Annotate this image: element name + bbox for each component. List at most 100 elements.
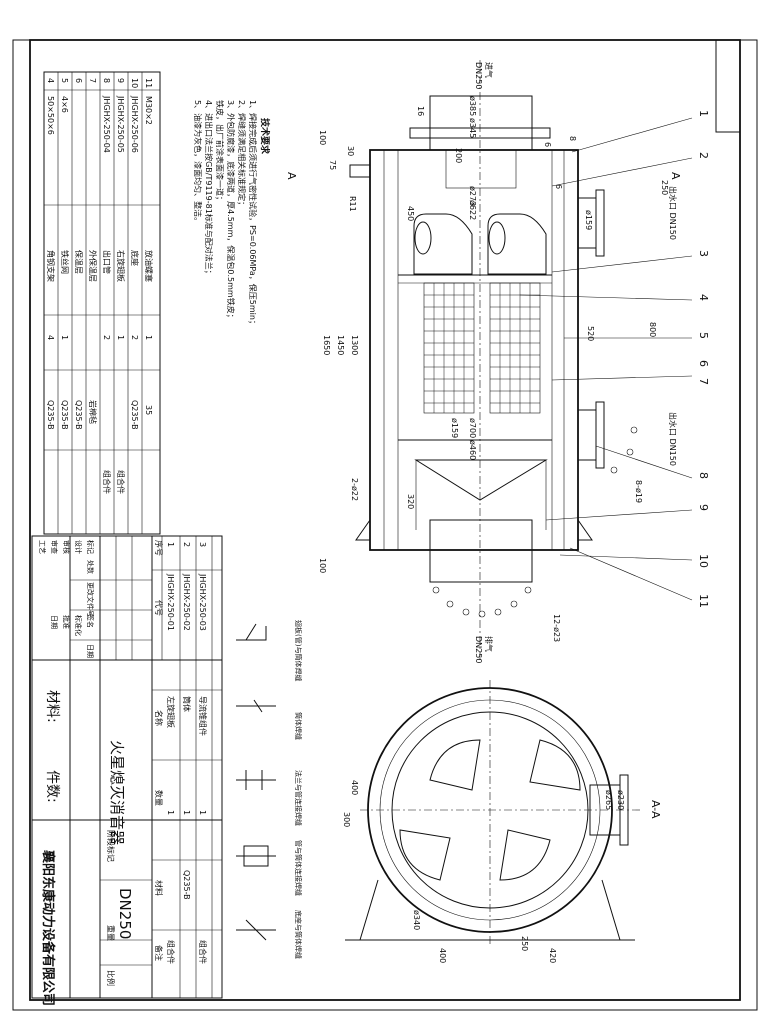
product-name: 火星熄灭消音器 xyxy=(108,740,126,845)
drain-plug xyxy=(349,164,371,178)
svg-text:外保温层: 外保温层 xyxy=(88,250,98,282)
dim-l200: 200 xyxy=(454,148,463,163)
callout-8: 8 xyxy=(697,472,710,479)
side-flange-bolts xyxy=(610,426,638,474)
svg-text:Q235-B: Q235-B xyxy=(182,870,191,900)
svg-text:1: 1 xyxy=(166,542,175,547)
svg-text:5: 5 xyxy=(60,78,69,83)
sign-row-2: 更改文件号 xyxy=(86,582,95,617)
dim-l250: 250 xyxy=(660,180,669,195)
corner-tab xyxy=(715,39,741,133)
tech-req-title: 技术要求 xyxy=(259,118,271,155)
tech-req-item-0: 1、焊接完成后须进行气密性试验，PS=0.06MPa，保压5min； xyxy=(248,100,258,328)
bom-header: 序号 代号 名称 数量 材料 备注 xyxy=(154,540,164,961)
inlet-label: 进气 xyxy=(484,62,494,78)
svg-text:1: 1 xyxy=(116,335,125,340)
svg-text:4: 4 xyxy=(46,335,55,340)
svg-text:数量: 数量 xyxy=(154,790,164,806)
svg-text:筒体: 筒体 xyxy=(182,696,192,712)
dim-s420: 420 xyxy=(548,948,557,963)
mesh-grid-left xyxy=(423,282,475,414)
dim-l520: 520 xyxy=(586,326,595,341)
elbow-right xyxy=(487,213,547,275)
svg-text:3: 3 xyxy=(198,542,207,547)
tech-req-item-3: 铁皮，出厂前涂表面漆一道； xyxy=(215,100,225,204)
dim-s250: 250 xyxy=(520,936,529,951)
svg-text:1: 1 xyxy=(144,335,153,340)
svg-text:4: 4 xyxy=(46,78,55,83)
svg-text:1: 1 xyxy=(60,335,69,340)
dim-d159b: ø159 xyxy=(584,210,593,230)
tech-req-item-5: 5、油漆为灰色，漆面均匀、整洁。 xyxy=(193,100,203,225)
base-right xyxy=(577,519,593,541)
guide-cone xyxy=(414,459,548,501)
section-title: A-A xyxy=(649,800,662,819)
svg-text:8: 8 xyxy=(102,78,111,83)
dim-l6b: 6 xyxy=(554,184,563,189)
dim-l1300: 1300 xyxy=(350,335,359,355)
dim-l1450: 1450 xyxy=(336,335,345,355)
svg-text:JHGHX-250-01: JHGHX-250-01 xyxy=(166,573,175,631)
dim-l75: 75 xyxy=(328,160,337,170)
dim-l30: 30 xyxy=(346,146,355,156)
outlet-size: DN250 xyxy=(474,636,483,663)
tech-req-item-4: 4、进出口法兰按GB/T9119-81标准与配对法兰； xyxy=(204,100,214,278)
sign-row-1: 处数 xyxy=(86,560,95,574)
svg-text:4×6: 4×6 xyxy=(60,96,69,113)
weld-note-2: 法兰与管连接焊缝 xyxy=(294,770,303,826)
tech-req-item-2: 3、外包防腐漆，底漆两道，厚4.5mm，保温包0.5mm铁皮； xyxy=(226,100,236,322)
svg-text:导流锥组件: 导流锥组件 xyxy=(198,696,208,736)
svg-text:出口管: 出口管 xyxy=(102,250,112,274)
tech-requirements: 技术要求 1、焊接完成后须进行气密性试验，PS=0.06MPa，保压5min； … xyxy=(193,100,271,328)
bom-main-rows: 3 JHGHX-250-03 导流锥组件 1 组合件 2 JHGHX-250-0… xyxy=(166,542,208,964)
scale-label: 比例 xyxy=(106,970,116,986)
callout-3: 3 xyxy=(697,250,710,257)
bom-side-table xyxy=(43,71,161,535)
weld-note-3: 管与筒体连接焊缝 xyxy=(294,840,303,896)
tech-req-item-1: 2、焊缝须满足相关标准规定； xyxy=(237,100,247,209)
dim-s300: 300 xyxy=(342,812,351,827)
svg-text:组合件: 组合件 xyxy=(102,470,112,494)
svg-text:角钢支架: 角钢支架 xyxy=(46,250,56,282)
svg-text:名称: 名称 xyxy=(154,710,164,726)
dim-d23: 12-ø23 xyxy=(552,614,561,642)
callout-6: 6 xyxy=(697,360,710,367)
svg-text:放油螺塞: 放油螺塞 xyxy=(144,250,154,282)
inlet-flange xyxy=(409,127,551,139)
inlet-pipe xyxy=(429,95,533,151)
dim-s400b: 400 xyxy=(438,948,447,963)
date-label: 日期 xyxy=(50,615,58,629)
outlet-pipe xyxy=(429,519,533,583)
sign-row-0: 标记 xyxy=(86,540,95,554)
svg-text:1: 1 xyxy=(182,810,191,815)
dim-l1650: 1650 xyxy=(322,335,331,355)
dim-l6a: 6 xyxy=(543,142,552,147)
svg-text:2: 2 xyxy=(182,542,191,547)
svg-text:9: 9 xyxy=(116,78,125,83)
svg-text:铁丝网: 铁丝网 xyxy=(60,250,70,274)
dim-d22: 2-ø22 xyxy=(350,478,359,501)
outlet1-label: 出水口 DN150 xyxy=(668,186,678,240)
inlet-size: DN250 xyxy=(474,62,483,89)
dim-d265: ø265 xyxy=(604,790,613,810)
callout-1: 1 xyxy=(697,110,710,117)
dim-d230: ø230 xyxy=(616,790,625,810)
dim-d19: 8-ø19 xyxy=(634,480,643,503)
svg-text:材料: 材料 xyxy=(154,880,164,896)
callout-11: 11 xyxy=(697,594,710,608)
model-number: DN250 xyxy=(116,888,134,939)
svg-text:JHGHX-250-02: JHGHX-250-02 xyxy=(182,573,191,631)
mesh-grid-right xyxy=(489,282,541,414)
svg-text:Q235-B: Q235-B xyxy=(130,400,139,430)
svg-text:Q235-B: Q235-B xyxy=(60,400,69,430)
dim-l100a: 100 xyxy=(318,130,327,145)
company-name: 襄阳东康动力设备有限公司 xyxy=(40,849,56,1006)
svg-text:备注: 备注 xyxy=(154,945,164,961)
callout-9: 9 xyxy=(697,504,710,511)
std-label: 标准化 xyxy=(74,615,83,636)
svg-text:左旋翅板: 左旋翅板 xyxy=(166,696,176,728)
water-outlet-2 xyxy=(577,409,597,461)
svg-text:组合件: 组合件 xyxy=(198,940,208,964)
